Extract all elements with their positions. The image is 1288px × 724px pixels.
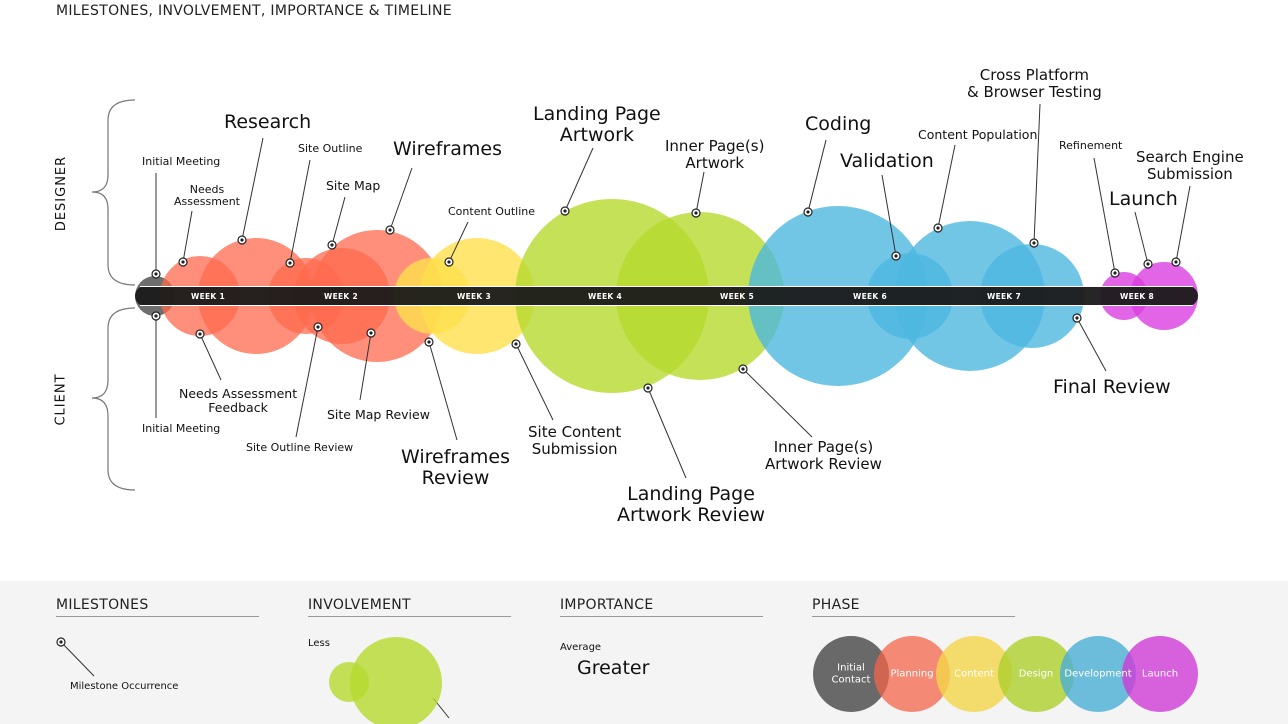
label-launch: Launch — [1109, 188, 1178, 210]
legend-divider-milestones — [56, 616, 259, 617]
legend-divider-phase — [812, 616, 1015, 617]
label-refinement: Refinement — [1059, 139, 1123, 152]
designer-brace — [91, 99, 136, 286]
designer-label: DESIGNER — [54, 155, 70, 232]
week-label-2: WEEK 2 — [324, 292, 358, 301]
legend-title-importance: IMPORTANCE — [560, 597, 654, 613]
label-final-review: Final Review — [1053, 376, 1171, 398]
label-research: Research — [224, 111, 312, 133]
week-label-8: WEEK 8 — [1120, 292, 1154, 301]
page-subtitle: MILESTONES, INVOLVEMENT, IMPORTANCE & TI… — [56, 3, 452, 19]
week-label-5: WEEK 5 — [720, 292, 754, 301]
label-cross-platform: Cross Platform & Browser Testing — [967, 66, 1102, 101]
label-site-content: Site Content Submission — [528, 423, 622, 458]
legend-phase-design — [998, 636, 1074, 712]
label-wireframes: Wireframes — [393, 138, 502, 160]
label-inner-artwork: Inner Page(s) Artwork — [665, 137, 765, 172]
legend-phase-content — [936, 636, 1012, 712]
label-coding: Coding — [805, 113, 872, 135]
legend-phase-launch — [1122, 636, 1198, 712]
label-landing-artwork: Landing Page Artwork — [533, 103, 661, 146]
legend-divider-importance — [560, 616, 763, 617]
legend-title-involvement: INVOLVEMENT — [308, 597, 411, 613]
label-inner-review: Inner Page(s) Artwork Review — [765, 438, 882, 473]
label-search-engine: Search Engine Submission — [1136, 148, 1244, 183]
label-site-outline-review: Site Outline Review — [246, 441, 354, 454]
legend-phase-planning-label: Planning — [890, 668, 934, 680]
legend-importance-average: Average — [560, 642, 602, 653]
legend-phase-development — [1060, 636, 1136, 712]
legend-phase-development-label: Development — [1064, 668, 1132, 680]
label-content-outline: Content Outline — [448, 205, 536, 218]
label-site-outline: Site Outline — [298, 142, 363, 155]
legend-phase-initial-label: Initial Contact — [831, 662, 871, 686]
legend-phase-content-label: Content — [954, 668, 994, 680]
legend-title-phase: PHASE — [812, 597, 860, 613]
legend-phase-planning — [874, 636, 950, 712]
client-label: CLIENT — [53, 373, 69, 426]
legend-phase-design-label: Design — [1018, 668, 1054, 680]
timeline-bar — [135, 286, 1198, 306]
label-initial-meeting: Initial Meeting — [142, 155, 221, 168]
week-label-3: WEEK 3 — [457, 292, 491, 301]
label-needs-feedback: Needs Assessment Feedback — [179, 386, 298, 415]
legend-involvement-less-text: Less — [308, 638, 330, 649]
label-wireframes-review: Wireframes Review — [401, 446, 510, 489]
label-landing-review: Landing Page Artwork Review — [617, 483, 766, 526]
week-label-4: WEEK 4 — [588, 292, 622, 301]
week-label-7: WEEK 7 — [987, 292, 1021, 301]
label-client-initial: Initial Meeting — [142, 422, 221, 435]
legend-involvement-more — [350, 637, 442, 724]
client-brace — [91, 307, 136, 491]
label-site-map: Site Map — [326, 178, 381, 193]
legend-divider-involvement — [308, 616, 511, 617]
week-label-6: WEEK 6 — [853, 292, 887, 301]
label-site-map-review: Site Map Review — [327, 407, 430, 422]
label-needs-assessment: Needs Assessment — [174, 183, 240, 209]
legend-title-milestones: MILESTONES — [56, 597, 149, 613]
legend-milestone-text: Milestone Occurrence — [70, 681, 179, 692]
label-validation: Validation — [840, 150, 934, 172]
label-content-population: Content Population — [918, 127, 1038, 142]
legend-phase-launch-label: Launch — [1141, 668, 1179, 680]
week-label-1: WEEK 1 — [191, 292, 225, 301]
legend-phase-initial — [813, 636, 889, 712]
legend-importance-greater: Greater — [577, 657, 650, 679]
